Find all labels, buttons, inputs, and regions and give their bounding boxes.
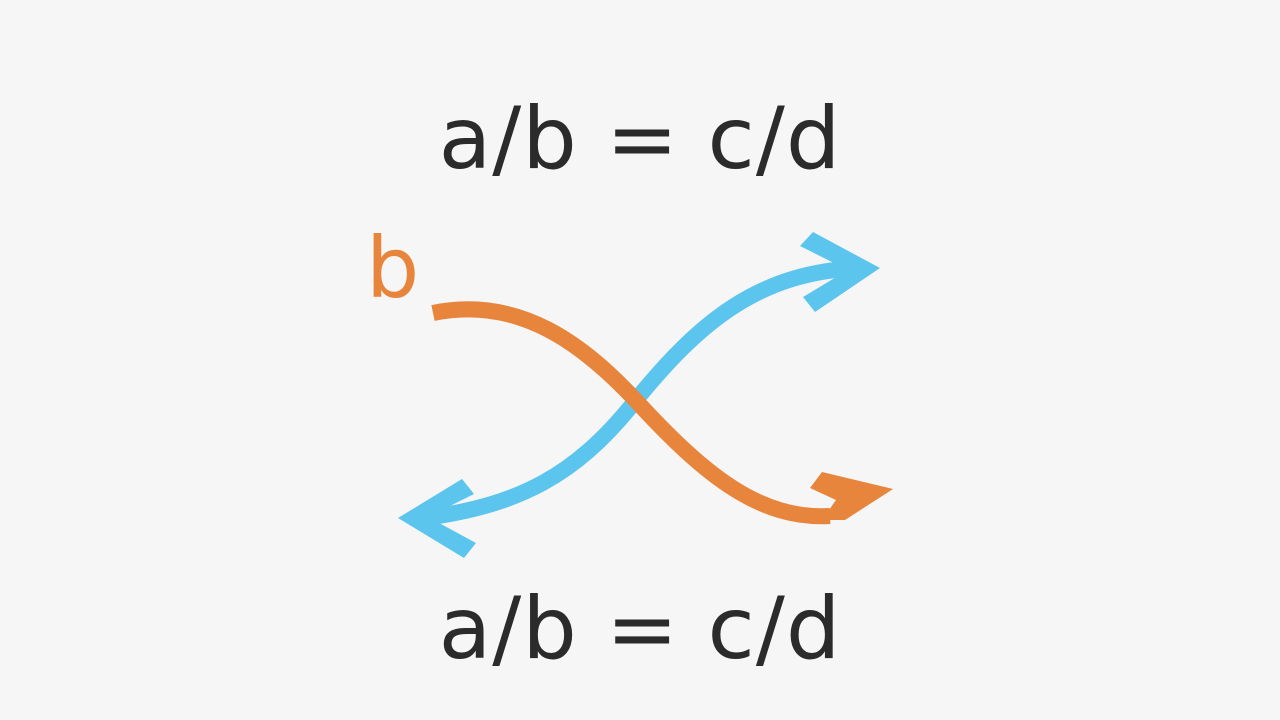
equation-top: a/b = c/d (438, 89, 842, 189)
orange-arrow-icon (431, 301, 893, 525)
label-b: b (366, 219, 420, 317)
equation-bottom: a/b = c/d (438, 579, 842, 679)
